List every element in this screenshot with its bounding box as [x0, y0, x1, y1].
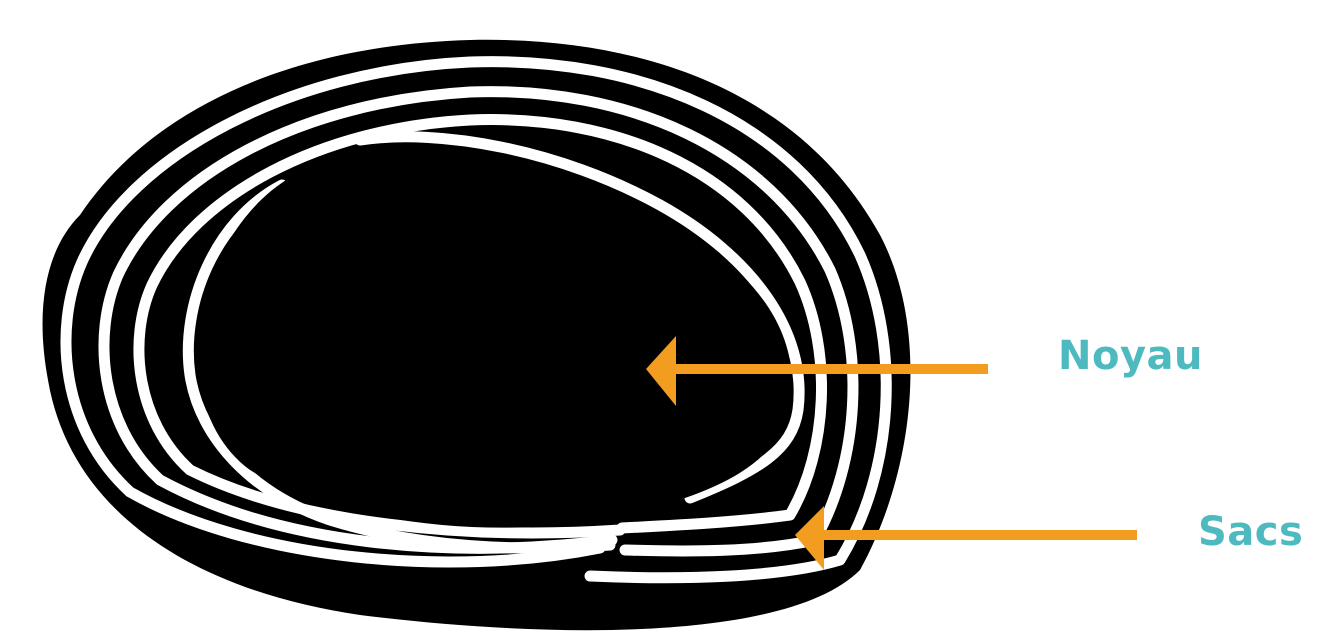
- sac-layer-5: [182, 179, 616, 554]
- label-sacs: Sacs: [1198, 509, 1304, 555]
- sac-layer-4: [354, 131, 805, 504]
- noyau-arrow: [646, 336, 988, 406]
- arrow-left-icon: [646, 336, 676, 406]
- arrow-left-icon: [795, 506, 824, 570]
- sac-layer-3: [133, 114, 827, 539]
- nucleus: [197, 155, 792, 528]
- sac-layer-1: [60, 56, 892, 584]
- sacs-arrow: [795, 506, 1137, 570]
- label-noyau: Noyau: [1058, 333, 1203, 379]
- sacs-layers: [60, 56, 892, 584]
- sac-layer-2: [98, 86, 859, 557]
